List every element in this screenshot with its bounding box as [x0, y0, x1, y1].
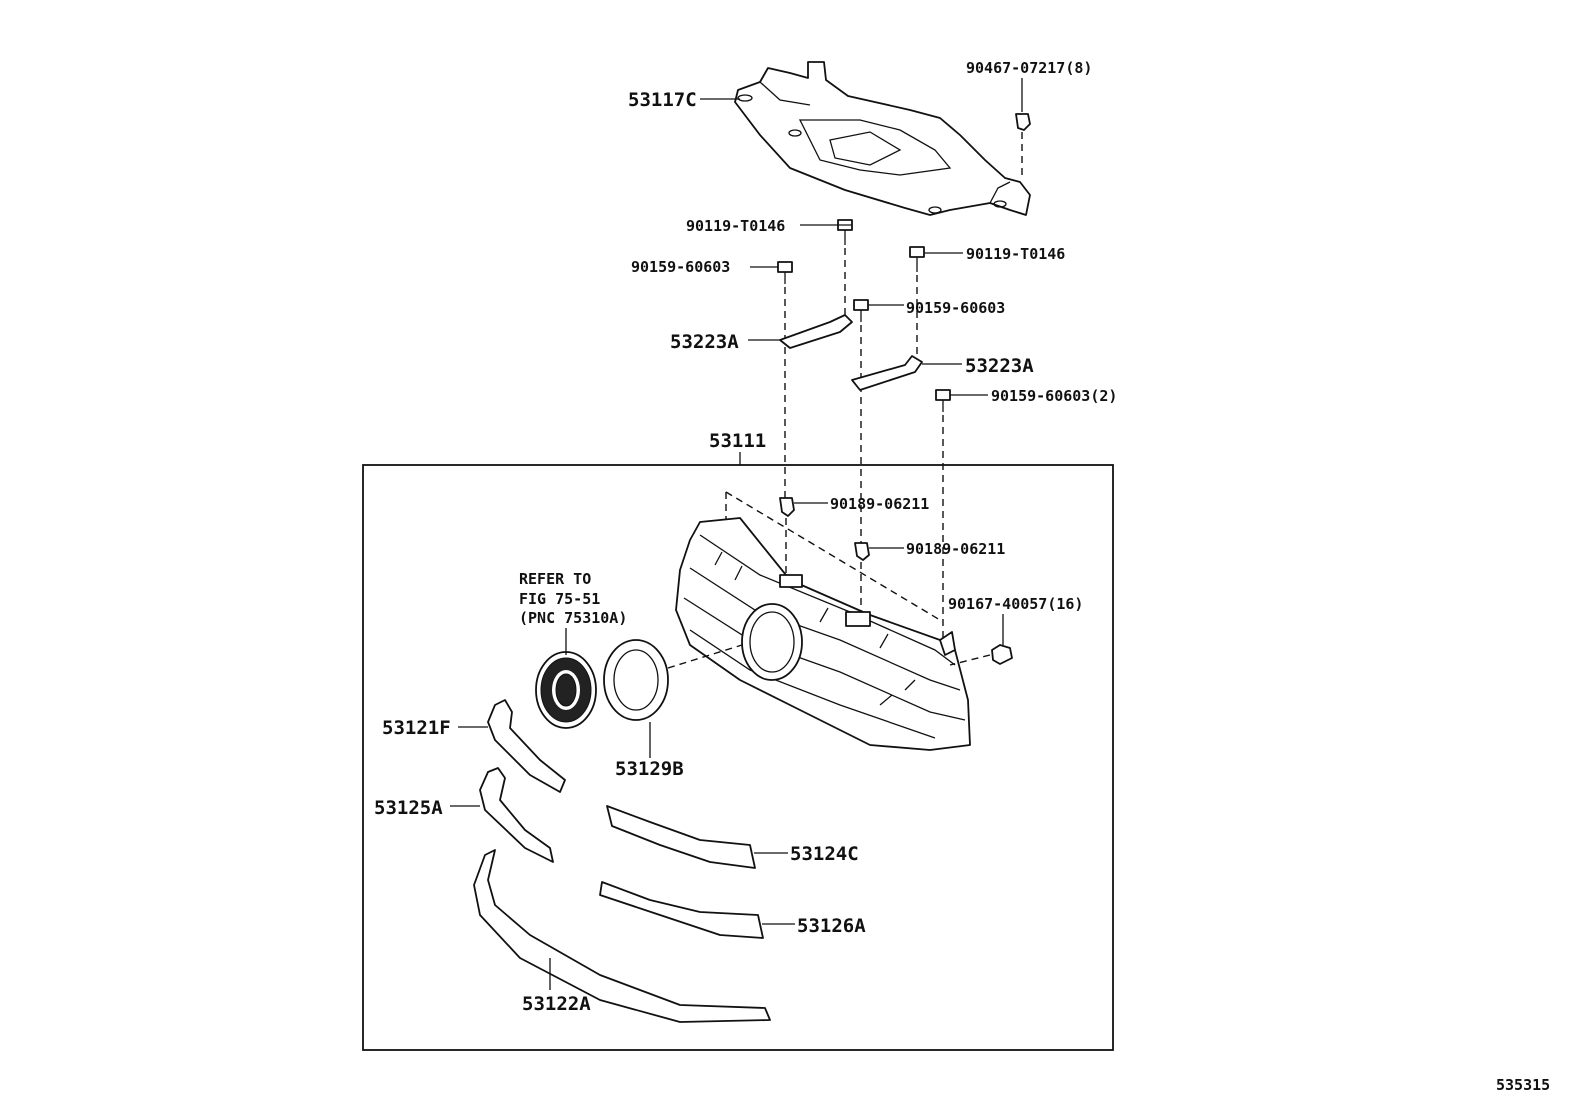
label-53122a: 53122A	[522, 993, 591, 1015]
bracket-left-drawing	[748, 314, 853, 349]
label-90467-07217: 90467-07217(8)	[966, 59, 1092, 77]
emblem-drawing	[535, 628, 597, 729]
label-90159-60603-2: 90159-60603(2)	[991, 387, 1117, 405]
label-53117c: 53117C	[628, 89, 697, 111]
label-90189-06211-a: 90189-06211	[830, 495, 929, 513]
label-53129b: 53129B	[615, 758, 684, 780]
lower-molding-drawing	[473, 849, 771, 1023]
label-53125a: 53125A	[374, 797, 443, 819]
label-90119-t0146-b: 90119-T0146	[966, 245, 1065, 263]
label-90167-40057: 90167-40057(16)	[948, 595, 1083, 613]
clip-icon-grille	[949, 614, 1013, 666]
molding-53126a-drawing	[599, 881, 795, 939]
bolt-icon-a	[800, 219, 853, 320]
molding-53121f-drawing	[458, 699, 566, 793]
emblem-ring-drawing	[603, 639, 743, 758]
radiator-grille-drawing	[675, 491, 971, 751]
screw-icon-b	[853, 299, 904, 545]
bracket-right-drawing	[851, 355, 962, 391]
screw-icon-a	[750, 261, 793, 500]
nut-icon-a	[779, 497, 828, 580]
refer-note-line3: (PNC 75310A)	[519, 609, 627, 627]
radiator-support-cover-drawing	[734, 61, 1031, 216]
label-53111: 53111	[709, 430, 766, 452]
screw-icon-c	[935, 389, 988, 640]
figure-id: 535315	[1496, 1076, 1550, 1094]
clip-icon-top	[1015, 78, 1031, 180]
molding-53124c-drawing	[606, 805, 788, 869]
label-53121f: 53121F	[382, 717, 451, 739]
label-90189-06211-b: 90189-06211	[906, 540, 1005, 558]
label-90159-60603-b: 90159-60603	[906, 299, 1005, 317]
refer-note-line2: FIG 75-51	[519, 590, 600, 608]
nut-icon-b	[854, 542, 904, 615]
molding-53125a-drawing	[450, 767, 554, 863]
label-90119-t0146-a: 90119-T0146	[686, 217, 785, 235]
label-53223a-left: 53223A	[670, 331, 739, 353]
grille-assembly-frame	[362, 464, 1114, 1051]
label-53126a: 53126A	[797, 915, 866, 937]
label-53223a-right: 53223A	[965, 355, 1034, 377]
bolt-icon-b	[909, 246, 963, 355]
label-53124c: 53124C	[790, 843, 859, 865]
refer-note-line1: REFER TO	[519, 570, 591, 588]
label-90159-60603-a: 90159-60603	[631, 258, 730, 276]
